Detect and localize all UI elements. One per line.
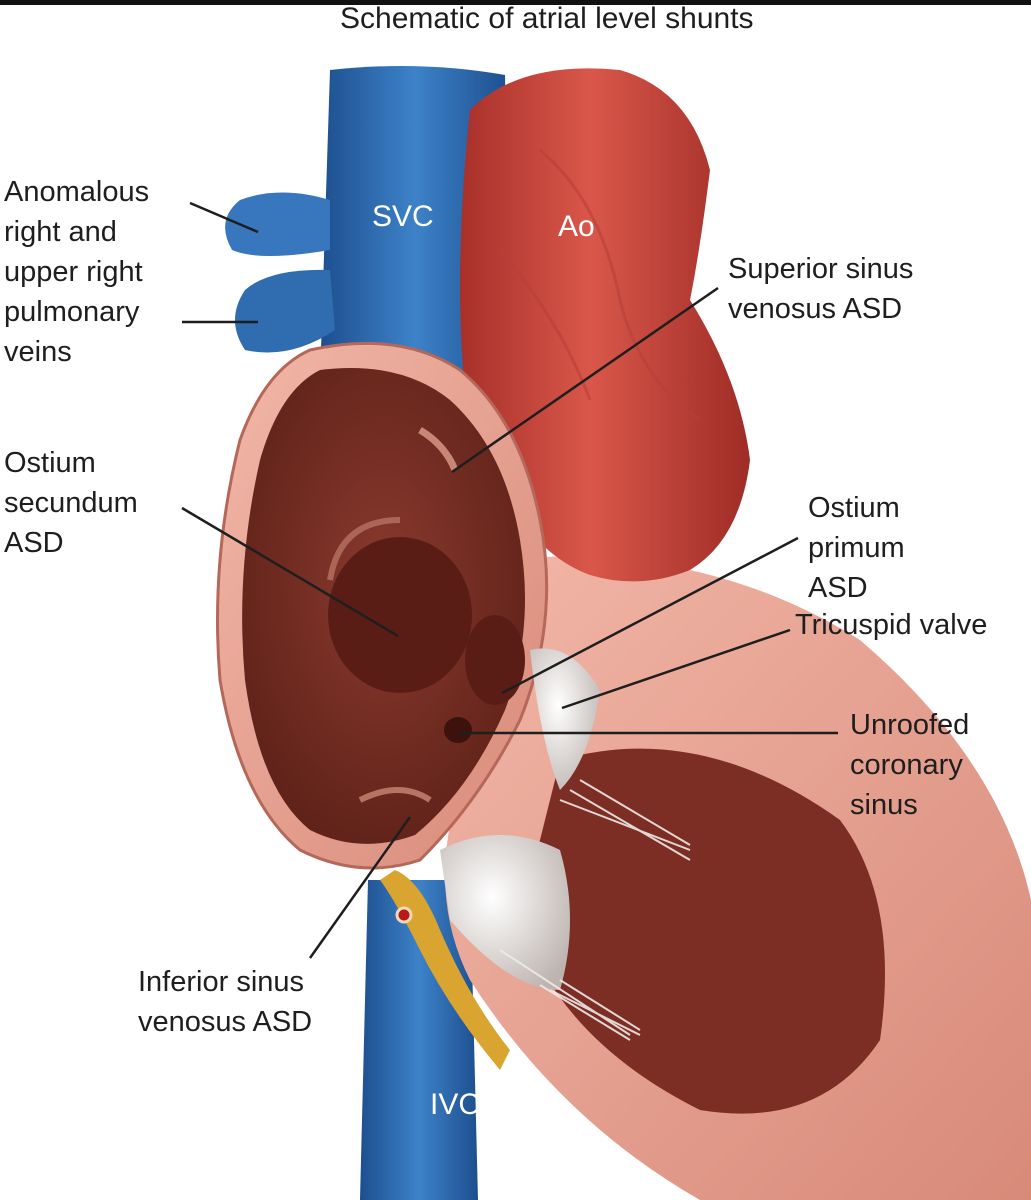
secundum-defect: [328, 537, 472, 693]
leader-primum: [501, 536, 799, 695]
label-aorta: Ao: [558, 210, 595, 243]
coronary-sinus-opening: [444, 717, 472, 743]
leader-secundum: [181, 506, 399, 638]
diagram-title: Schematic of atrial level shunts: [340, 2, 754, 35]
label-ivc: IVC: [430, 1088, 481, 1121]
label-ostium-primum-asd: Ostium primum ASD: [808, 492, 905, 604]
leader-tricuspid: [561, 628, 791, 710]
leader-anomalous-1: [189, 201, 259, 234]
tricuspid-leaflet-lower: [440, 835, 570, 990]
leader-inferior: [308, 816, 412, 959]
tricuspid-leaflet-upper: [530, 648, 600, 790]
label-ostium-secundum-asd: Ostium secundum ASD: [4, 447, 138, 559]
primum-defect: [465, 615, 525, 705]
pulmonary-vein-lower: [235, 269, 335, 353]
inferior-sinus-defect: [358, 787, 432, 803]
label-tricuspid-valve: Tricuspid valve: [795, 609, 988, 641]
epicardial-fat: [380, 870, 510, 1070]
label-inferior-sinus-venosus-asd: Inferior sinus venosus ASD: [138, 966, 313, 1038]
label-unroofed-coronary-sinus: Unroofed coronary sinus: [850, 709, 970, 821]
superior-sinus-defect: [418, 426, 459, 472]
pulmonary-vein-upper: [225, 192, 330, 256]
leader-superior: [451, 286, 719, 474]
coronary-artery: [395, 906, 413, 924]
label-superior-sinus-venosus-asd: Superior sinus venosus ASD: [728, 253, 914, 325]
label-anomalous-pulmonary-veins: Anomalous right and upper right pulmonar…: [4, 176, 150, 368]
top-border: [0, 0, 1031, 5]
label-svc: SVC: [372, 200, 434, 233]
aorta-vessel: [460, 68, 750, 582]
